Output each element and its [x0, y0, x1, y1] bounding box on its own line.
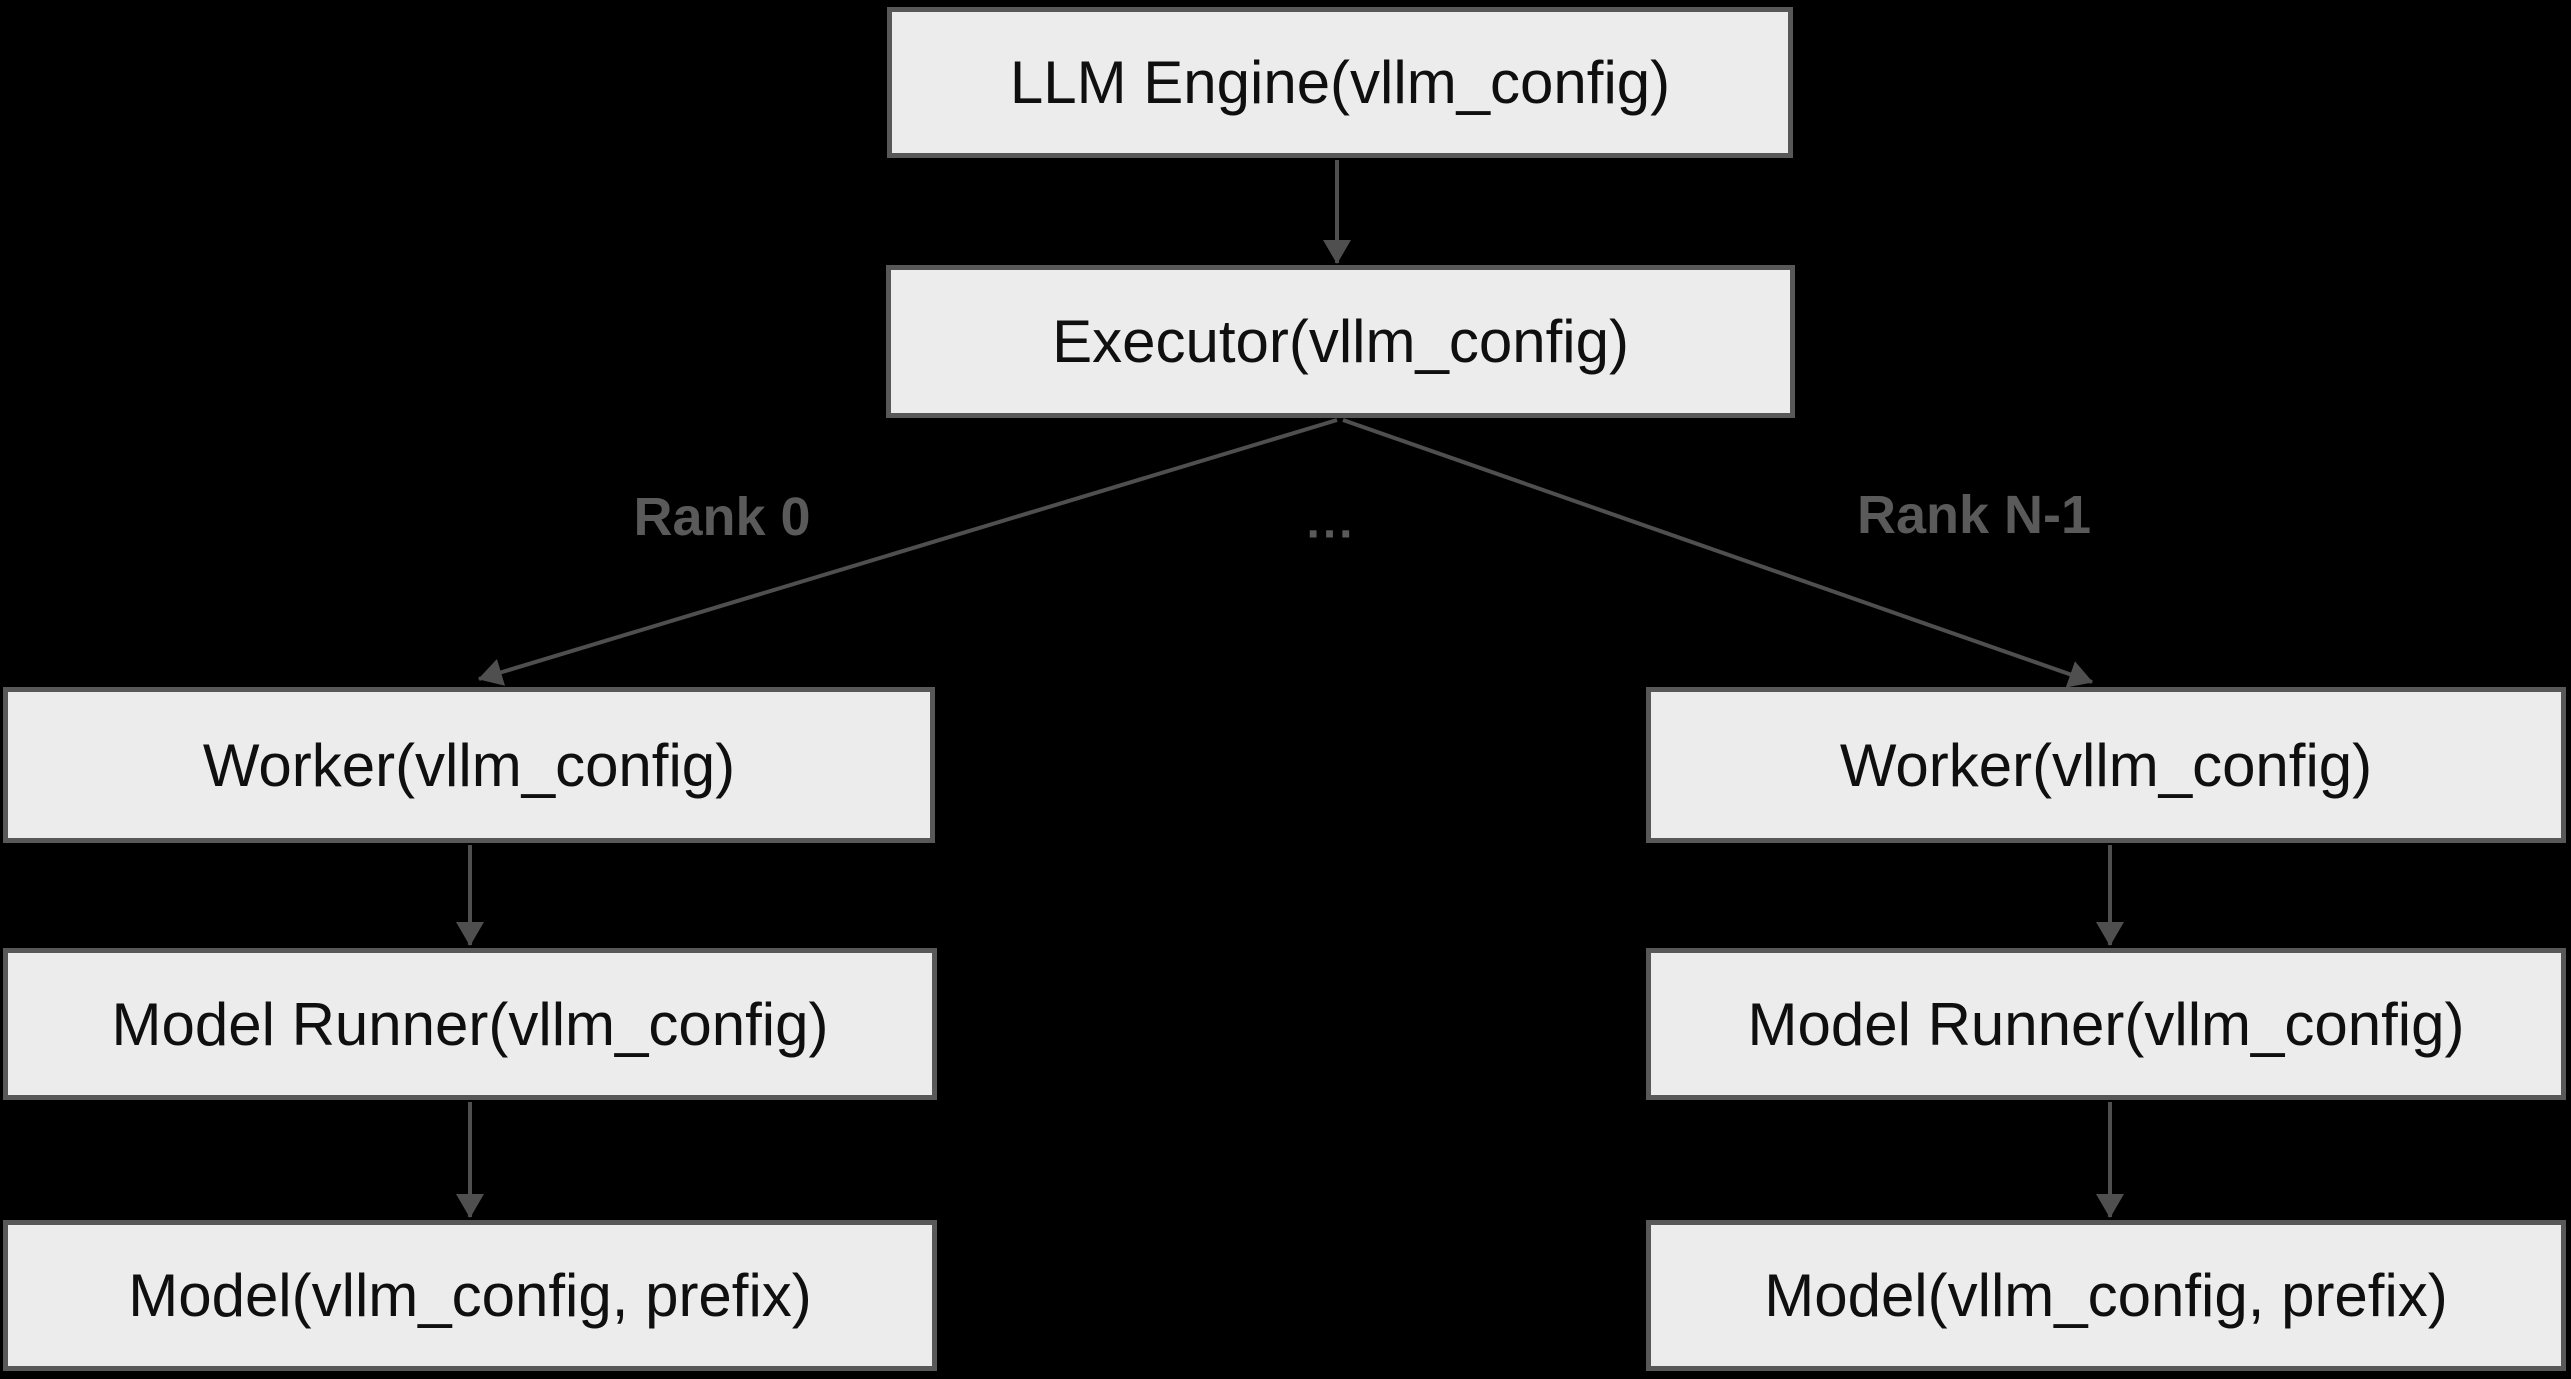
- edge-label-rank-0: Rank 0: [633, 487, 811, 547]
- node-model-runner-left: Model Runner(vllm_config): [3, 948, 937, 1100]
- node-model-runner-left-label: Model Runner(vllm_config): [111, 990, 829, 1058]
- node-worker-right-label: Worker(vllm_config): [1839, 731, 2373, 799]
- node-worker-right: Worker(vllm_config): [1646, 687, 2566, 843]
- node-llm-engine-label: LLM Engine(vllm_config): [1009, 49, 1671, 116]
- node-model-left: Model(vllm_config, prefix): [3, 1220, 937, 1371]
- node-model-runner-right: Model Runner(vllm_config): [1646, 948, 2566, 1100]
- node-model-right: Model(vllm_config, prefix): [1646, 1220, 2566, 1371]
- node-worker-left-label: Worker(vllm_config): [202, 731, 736, 799]
- node-model-runner-right-label: Model Runner(vllm_config): [1747, 990, 2465, 1058]
- node-model-left-label: Model(vllm_config, prefix): [128, 1262, 812, 1329]
- node-model-right-label: Model(vllm_config, prefix): [1764, 1262, 2448, 1329]
- node-executor-label: Executor(vllm_config): [1052, 308, 1629, 375]
- edge-executor-worker-left: [478, 418, 1338, 686]
- edge-label-rank-n-1: Rank N-1: [1856, 485, 2092, 545]
- node-executor: Executor(vllm_config): [886, 265, 1795, 418]
- edge-label-ellipsis: ...: [1306, 495, 1356, 549]
- node-llm-engine: LLM Engine(vllm_config): [887, 7, 1793, 158]
- edge-executor-worker-right: [1342, 418, 2093, 688]
- node-worker-left: Worker(vllm_config): [3, 687, 935, 843]
